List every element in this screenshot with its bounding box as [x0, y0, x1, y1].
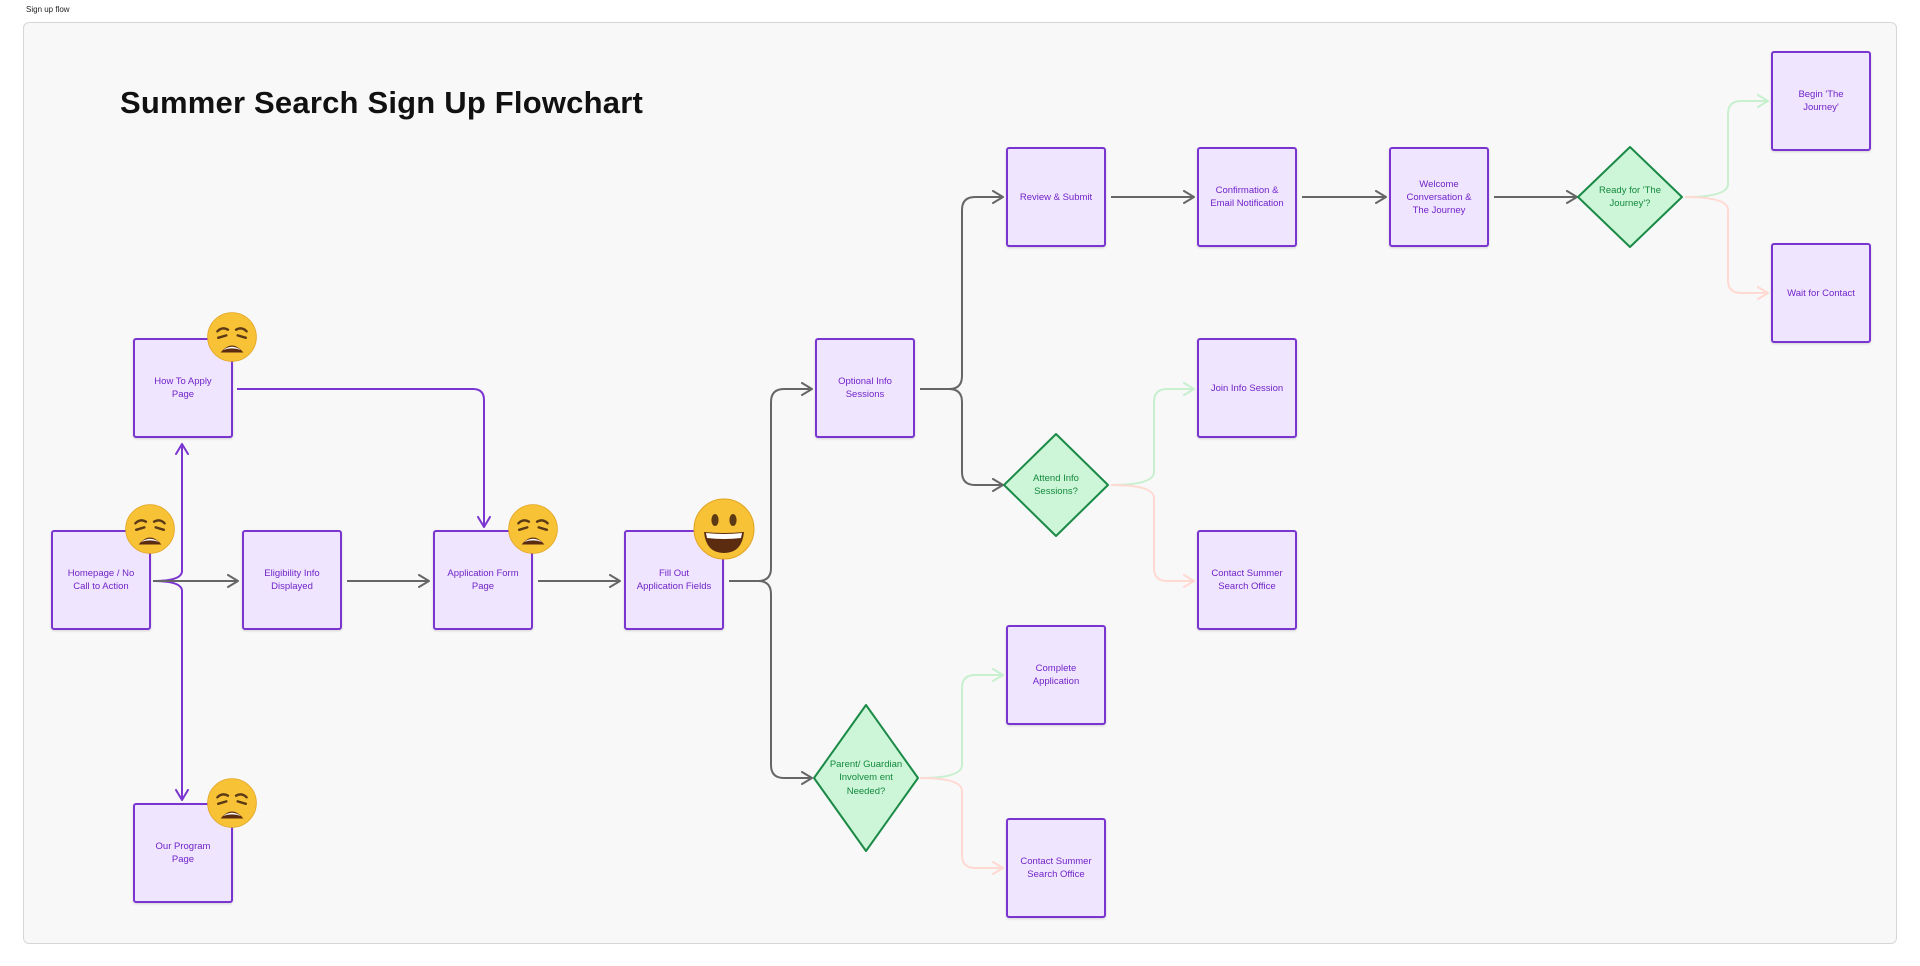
- node-welcome[interactable]: Welcome Conversation & The Journey: [1389, 147, 1489, 247]
- weary-face-icon: [125, 504, 175, 554]
- node-contact-office-parent[interactable]: Contact Summer Search Office: [1006, 818, 1106, 918]
- node-wait-contact[interactable]: Wait for Contact: [1771, 243, 1871, 343]
- connector-homepage-to-our-program: [152, 580, 189, 801]
- connector-attend-yes-to-join: [1110, 382, 1195, 486]
- weary-face-icon: [207, 312, 257, 362]
- connector-optional-info-to-review: [920, 190, 1004, 390]
- decision-attend-diamond: [1003, 433, 1109, 537]
- connector-attend-no-to-contact-office: [1110, 484, 1195, 588]
- node-review-submit[interactable]: Review & Submit: [1006, 147, 1106, 247]
- connector-parent-yes-to-complete: [919, 668, 1004, 779]
- decision-ready-label: Ready for 'The Journey'?: [1598, 184, 1661, 210]
- decision-parent-label: Parent/ Guardian Involvem ent Needed?: [829, 758, 903, 797]
- connector-optional-info-to-attend-decision: [920, 388, 1004, 492]
- decision-parent-diamond: [813, 704, 919, 852]
- weary-face-icon: [508, 504, 558, 554]
- node-contact-office-info[interactable]: Contact Summer Search Office: [1197, 530, 1297, 630]
- flowchart-frame: [23, 22, 1897, 944]
- decision-attend-label: Attend Info Sessions?: [1033, 472, 1079, 498]
- connector-fill-out-to-parent-decision: [729, 580, 813, 785]
- node-optional-info[interactable]: Optional Info Sessions: [815, 338, 915, 438]
- node-homepage[interactable]: Homepage / No Call to Action: [51, 530, 151, 630]
- connector-fill-out-to-optional-info: [729, 382, 813, 582]
- connector-how-to-apply-to-app-form: [237, 388, 491, 528]
- weary-face-icon: [207, 778, 257, 828]
- node-begin-journey[interactable]: Begin 'The Journey': [1771, 51, 1871, 151]
- connector-ready-no-to-wait: [1684, 196, 1769, 300]
- frame-label: Sign up flow: [26, 5, 70, 14]
- node-eligibility[interactable]: Eligibility Info Displayed: [242, 530, 342, 630]
- connector-parent-no-to-contact-office: [919, 777, 1004, 875]
- node-confirmation[interactable]: Confirmation & Email Notification: [1197, 147, 1297, 247]
- decision-ready-diamond: [1577, 146, 1683, 248]
- node-join-info-session[interactable]: Join Info Session: [1197, 338, 1297, 438]
- page-title: Summer Search Sign Up Flowchart: [120, 85, 643, 120]
- connector-ready-yes-to-begin: [1684, 94, 1769, 198]
- node-complete-application[interactable]: Complete Application: [1006, 625, 1106, 725]
- grinning-face-icon: [693, 498, 755, 560]
